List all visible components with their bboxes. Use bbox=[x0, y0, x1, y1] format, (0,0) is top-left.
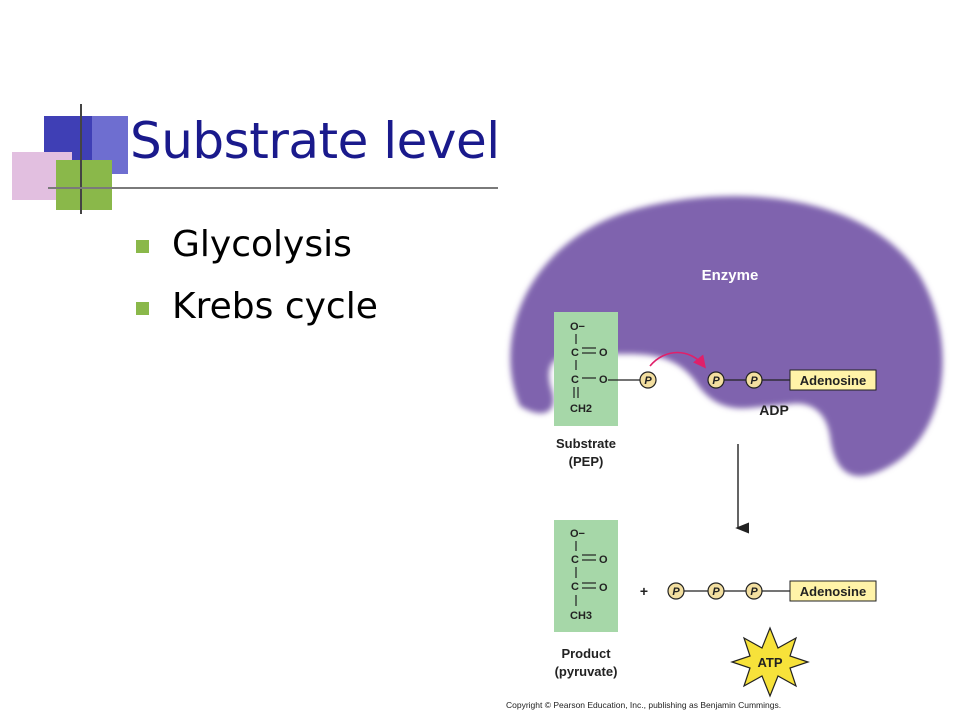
phosphate-label: P bbox=[712, 375, 720, 387]
phosphate-circle bbox=[639, 371, 657, 389]
adenosine-label: Adenosine bbox=[800, 373, 866, 388]
product-label: Product bbox=[561, 646, 611, 661]
atom-label: CH3 bbox=[570, 610, 592, 622]
transfer-arrow bbox=[649, 351, 706, 369]
slide-title: Substrate level bbox=[130, 112, 500, 170]
bullet-list: Glycolysis Krebs cycle bbox=[136, 222, 378, 346]
bullet-item: Glycolysis bbox=[136, 222, 378, 284]
bullet-text: Glycolysis bbox=[172, 224, 352, 265]
phosphate-label: P bbox=[750, 586, 758, 598]
atom-label: O bbox=[599, 582, 608, 594]
atom-label: C bbox=[571, 374, 579, 386]
atom-label: O− bbox=[570, 321, 585, 333]
atp-starburst-icon bbox=[730, 626, 810, 698]
atom-label: O bbox=[599, 554, 608, 566]
phosphate-label: P bbox=[644, 375, 652, 387]
adenosine-box bbox=[789, 369, 877, 391]
title-underline bbox=[48, 187, 498, 189]
substrate-sublabel: (PEP) bbox=[569, 454, 604, 469]
product-molecule: O− C O C O CH3 bbox=[570, 528, 608, 622]
bullet-item: Krebs cycle bbox=[136, 284, 378, 346]
plus-sign: + bbox=[640, 583, 648, 599]
atom-label: CH2 bbox=[570, 403, 592, 415]
substrate-label: Substrate bbox=[556, 436, 616, 451]
atom-label: O− bbox=[570, 528, 585, 540]
substrate-molecule: O− C O C O CH2 bbox=[570, 321, 608, 415]
product-box bbox=[554, 520, 618, 632]
atom-label: C bbox=[571, 554, 579, 566]
substrate-box bbox=[554, 312, 618, 426]
bullet-square-icon bbox=[136, 302, 149, 315]
bullet-square-icon bbox=[136, 240, 149, 253]
deco-vline bbox=[80, 104, 82, 214]
atom-label: C bbox=[571, 347, 579, 359]
phosphate-label: P bbox=[750, 375, 758, 387]
adp-label: ADP bbox=[759, 402, 789, 418]
adenosine-box bbox=[789, 580, 877, 602]
adenosine-label: Adenosine bbox=[800, 584, 866, 599]
atom-label: O bbox=[599, 374, 608, 386]
bullet-text: Krebs cycle bbox=[172, 286, 378, 327]
product-sublabel: (pyruvate) bbox=[555, 664, 618, 679]
phosphate-label: P bbox=[672, 586, 680, 598]
deco-square-green bbox=[56, 160, 112, 210]
enzyme-label: Enzyme bbox=[702, 267, 759, 284]
phosphate-label: P bbox=[712, 586, 720, 598]
enzyme-shape bbox=[510, 196, 943, 476]
copyright-text: Copyright © Pearson Education, Inc., pub… bbox=[506, 700, 781, 710]
atom-label: C bbox=[571, 581, 579, 593]
substrate-level-diagram: Enzyme O− C O C O CH2 P P P Adenosine AD… bbox=[506, 196, 943, 710]
atp-label: ATP bbox=[757, 655, 782, 670]
atom-label: O bbox=[599, 347, 608, 359]
